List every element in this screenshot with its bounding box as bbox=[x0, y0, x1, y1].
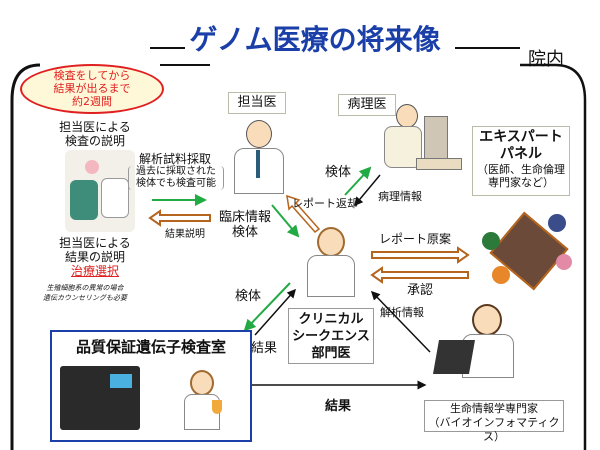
note-line: 生殖細胞系の異常の場合 bbox=[46, 284, 124, 292]
frame-right-line bbox=[520, 63, 587, 450]
clinical-sequence-box: クリニカルシークエンス部門医 bbox=[288, 308, 374, 364]
label-line: （バイオインフォマティクス） bbox=[428, 416, 560, 443]
bioinformatician-head bbox=[472, 304, 502, 336]
subtitle-line: 専門家など） bbox=[488, 176, 554, 189]
technician-head bbox=[190, 370, 214, 396]
title-line: クリニカル bbox=[298, 312, 364, 327]
pathologist-coat bbox=[384, 126, 422, 168]
arrow-result-explanation bbox=[148, 209, 211, 227]
report-draft-label: レポート原案 bbox=[378, 232, 451, 246]
arrow-specimen-to-pathology bbox=[344, 166, 372, 196]
report-return-label: レポート返却 bbox=[292, 197, 358, 210]
pathology-info-label: 病理情報 bbox=[378, 190, 422, 203]
sequencer-icon bbox=[60, 366, 140, 430]
arrow-analysis-info bbox=[370, 290, 431, 353]
left-top-caption: 担当医による検査の説明 bbox=[50, 120, 140, 148]
germline-note: 生殖細胞系の異常の場合遺伝カウンセリングも必要 bbox=[25, 283, 145, 303]
note-line: 検体でも検査可能 bbox=[136, 178, 216, 189]
note-line: 結果が出るまで bbox=[53, 82, 131, 95]
result-bottom-label: 結果 bbox=[324, 399, 351, 414]
lab-box: 品質保証遺伝子検査室 bbox=[50, 330, 252, 442]
bioinformatician-box: 生命情報学専門家（バイオインフォマティクス） bbox=[424, 400, 564, 443]
specimen-to-lab-label: 検体 bbox=[234, 289, 261, 304]
note-line: 約2週間 bbox=[72, 95, 112, 108]
doctor-tie bbox=[256, 150, 260, 178]
label-line: 検体 bbox=[231, 225, 258, 240]
nurse-figure bbox=[85, 160, 99, 174]
panel-member bbox=[492, 266, 510, 284]
clinical-info-label: 臨床情報検体 bbox=[215, 210, 275, 240]
sampling-label: 解析試料採取 bbox=[138, 152, 211, 166]
microscope-icon bbox=[424, 116, 448, 162]
caption-line: 検査の説明 bbox=[64, 134, 125, 148]
bioinformatician-illustration bbox=[432, 300, 522, 385]
arrow-pathology-info bbox=[354, 174, 381, 207]
sequencer-screen bbox=[110, 374, 132, 388]
arrow-result-from-lab bbox=[254, 288, 296, 336]
note-line: 検査をしてから bbox=[53, 69, 131, 82]
caption-line: 担当医による bbox=[59, 120, 131, 134]
arrow-report-return bbox=[286, 194, 321, 234]
note-line: 遺伝カウンセリングも必要 bbox=[43, 294, 127, 302]
expert-panel-title: エキスパートパネル bbox=[473, 129, 569, 163]
lab-title: 品質保証遺伝子検査室 bbox=[75, 338, 226, 356]
consultation-illustration bbox=[65, 150, 135, 232]
bioinformatician-label: 生命情報学専門家（バイオインフォマティクス） bbox=[425, 402, 563, 444]
arrow-approval bbox=[370, 266, 469, 284]
panel-meeting-illustration bbox=[478, 210, 576, 291]
sampling-note: 過去に採取された検体でも検査可能 bbox=[128, 166, 224, 190]
page-title: ゲノム医療の将来像 bbox=[189, 23, 441, 56]
flask-icon bbox=[212, 400, 222, 414]
doctor-coat bbox=[307, 255, 355, 297]
turnaround-badge: 検査をしてから 結果が出るまで 約2週間 bbox=[20, 64, 164, 114]
label-line: 臨床情報 bbox=[218, 210, 271, 225]
panel-member bbox=[556, 254, 572, 270]
doctor-head bbox=[317, 227, 345, 257]
arrow-clinical-info bbox=[271, 204, 300, 238]
left-bottom-caption: 担当医による結果の説明 bbox=[50, 236, 140, 264]
pathologist-label: 病理医 bbox=[338, 94, 396, 116]
arrow-specimen-to-lab bbox=[243, 282, 291, 332]
analysis-info-label: 解析情報 bbox=[380, 306, 424, 319]
result-from-lab-label: 結果 bbox=[250, 341, 277, 356]
note-line: 過去に採取された bbox=[136, 166, 216, 177]
doctor-figure bbox=[101, 178, 129, 218]
clinical-sequence-doctor-illustration bbox=[297, 225, 367, 297]
doctor-head bbox=[246, 120, 272, 148]
clinical-sequence-title: クリニカルシークエンス部門医 bbox=[289, 311, 373, 362]
title-line: パネル bbox=[500, 146, 542, 162]
caption-line: 結果の説明 bbox=[64, 250, 125, 264]
panel-member bbox=[548, 214, 566, 232]
result-explanation-label: 結果説明 bbox=[165, 229, 205, 240]
title-line: シークエンス bbox=[292, 329, 370, 344]
approval-label: 承認 bbox=[406, 283, 433, 298]
expert-panel-subtitle: （医師、生命倫理専門家など） bbox=[473, 163, 569, 189]
pathologist-illustration bbox=[382, 102, 462, 172]
patient-figure bbox=[70, 180, 98, 220]
caption-line: 担当医による bbox=[59, 236, 131, 250]
microscope-base bbox=[416, 158, 462, 170]
expert-panel-box: エキスパートパネル （医師、生命倫理専門家など） bbox=[472, 126, 570, 196]
lab-technician-illustration bbox=[182, 370, 222, 430]
frame-left-line bbox=[10, 63, 41, 450]
specimen-to-pathology-label: 検体 bbox=[324, 165, 351, 180]
title-line: エキスパート bbox=[479, 129, 563, 145]
laptop-icon bbox=[433, 340, 475, 374]
arrow-report-draft bbox=[371, 246, 470, 264]
turnaround-note: 検査をしてから 結果が出るまで 約2週間 bbox=[22, 69, 162, 108]
scope-label: 院内 bbox=[528, 49, 564, 70]
label-line: 生命情報学専門家 bbox=[450, 402, 538, 415]
title-line: 部門医 bbox=[311, 346, 351, 361]
panel-member bbox=[482, 232, 500, 250]
pathologist-head bbox=[396, 104, 418, 128]
subtitle-line: （医師、生命倫理 bbox=[477, 163, 565, 176]
treatment-choice: 治療選択 bbox=[70, 264, 119, 278]
doctor-illustration bbox=[228, 118, 288, 194]
attending-doctor-label: 担当医 bbox=[228, 92, 286, 114]
